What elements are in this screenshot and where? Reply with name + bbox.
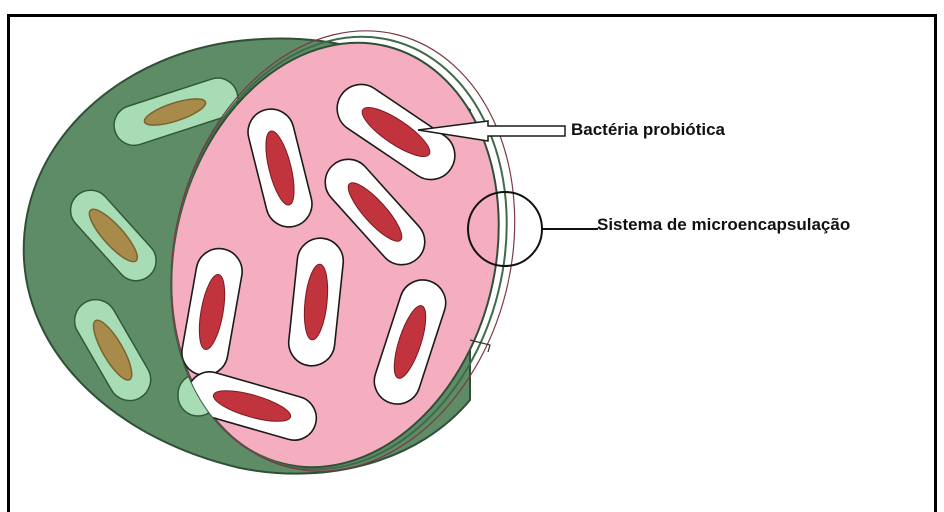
- label-bacteria: Bactéria probiótica: [571, 120, 725, 140]
- label-microencapsulation-system: Sistema de microencapsulação: [597, 215, 850, 235]
